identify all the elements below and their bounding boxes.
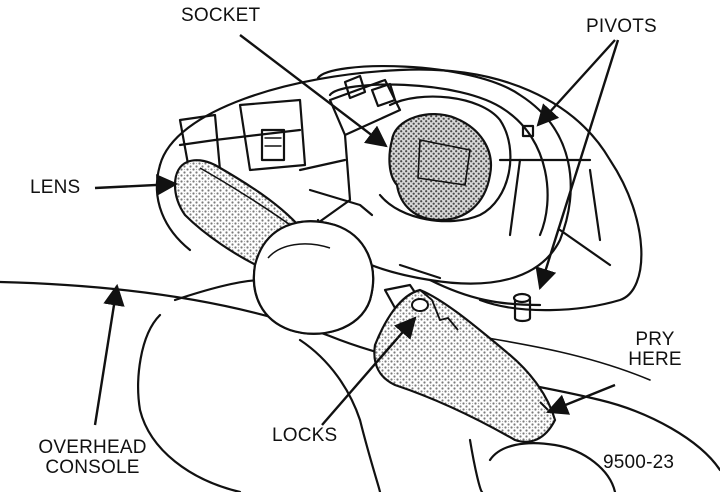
locks-leader [321,316,417,426]
pry-label-line2: HERE [628,349,682,370]
pivots-leader-upper [536,39,616,127]
overhead-console-label: OVERHEAD CONSOLE [30,438,155,478]
console-label-line1: OVERHEAD [38,437,147,458]
pry-label-line1: PRY [635,329,675,350]
socket-label: SOCKET [181,5,261,26]
pry-here-label: PRY HERE [620,330,690,370]
pivots-leader-lower [535,39,620,291]
figure-id: 9500-23 [603,452,675,473]
housing-outline [158,68,643,312]
locks-label: LOCKS [272,425,338,446]
socket-leader [239,34,388,148]
bulb [388,113,493,222]
lock-tab [411,298,429,312]
pried-lens-piece [373,288,557,443]
console-leader-left [93,283,125,426]
pivots-label: PIVOTS [586,16,657,37]
console-label-line2: CONSOLE [45,457,140,478]
lens-leader [94,174,179,196]
console-leader-right [100,286,118,425]
pry-leader [545,383,616,415]
lens-label: LENS [30,177,81,198]
